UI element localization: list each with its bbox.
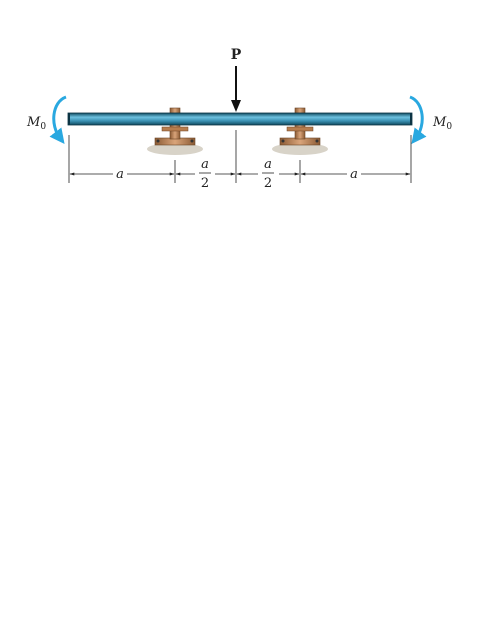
right-moment-label: M0 (432, 115, 452, 132)
dim-outer-left-label: a (116, 167, 124, 182)
dim-inner-left-denominator: 2 (201, 176, 209, 191)
dim-inner-left-numerator: a (201, 157, 209, 172)
dim-inner-right-numerator: a (264, 157, 272, 172)
right-bracket (286, 126, 314, 132)
left-moment-arrow (49, 95, 67, 144)
left-moment-sub: 0 (40, 122, 46, 132)
left-bracket (161, 126, 189, 132)
beam-left-end (68, 113, 70, 125)
load-arrow-head (231, 100, 241, 112)
right-ground-patch (272, 143, 328, 155)
load-arrow (231, 66, 241, 112)
right-bolt-1 (281, 139, 285, 143)
dim-inner-right-denominator: 2 (264, 176, 272, 191)
beam (67, 112, 413, 126)
dim-outer-right-label: a (350, 167, 358, 182)
right-bolt-2 (315, 139, 319, 143)
right-moment-arrow (409, 95, 427, 144)
left-bolt-2 (190, 139, 194, 143)
load-label: P (231, 47, 242, 63)
right-moment-sub: 0 (446, 122, 452, 132)
beam-right-end (410, 113, 412, 125)
left-moment-label: M0 (26, 115, 46, 132)
left-ground-patch (147, 143, 203, 155)
left-bolt-1 (156, 139, 160, 143)
dimension-ticks (68, 130, 412, 183)
